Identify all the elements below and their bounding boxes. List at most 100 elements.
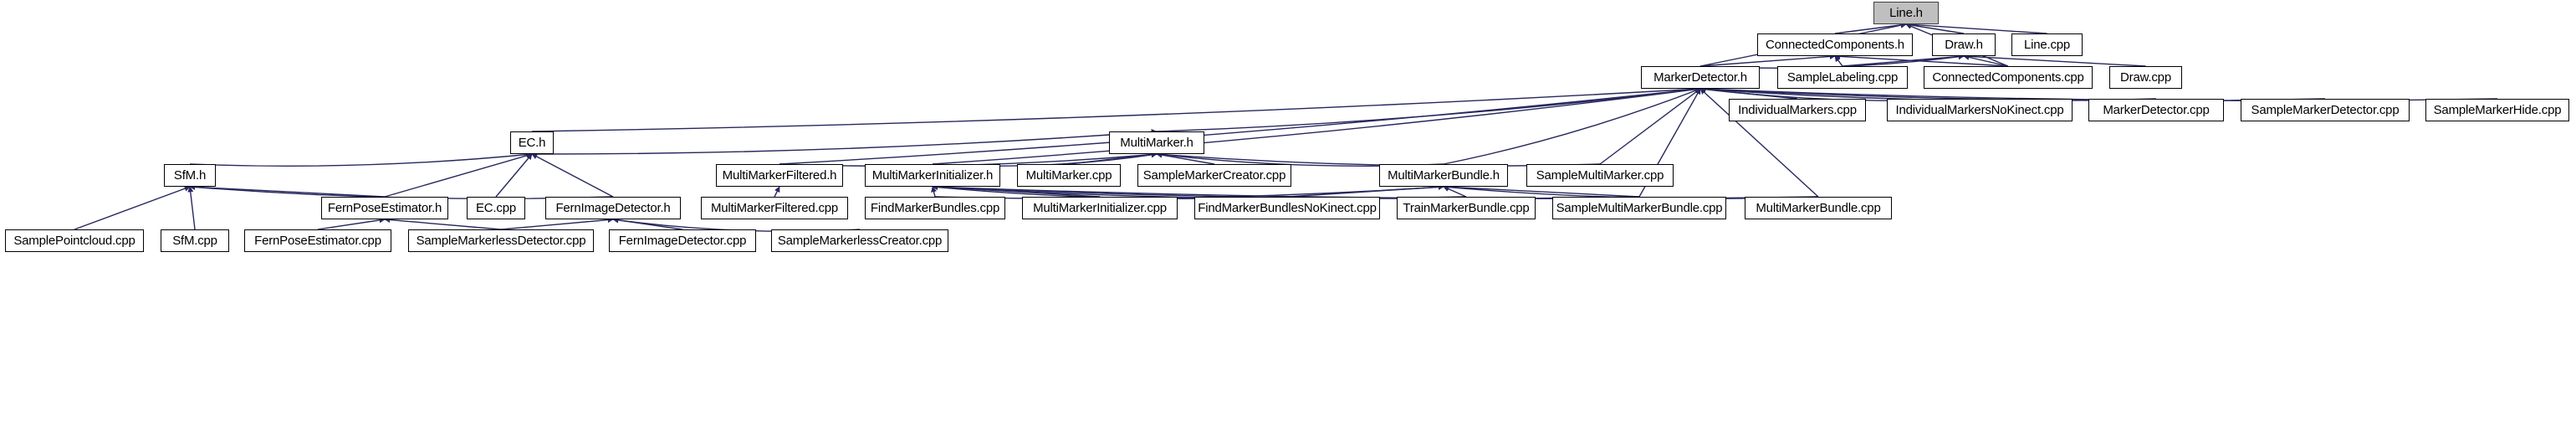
graph-edge [1905, 21, 2047, 34]
graph-edge [1443, 186, 1467, 198]
graph-node-label: ConnectedComponents.cpp [1932, 70, 2084, 85]
graph-node-label: SfM.cpp [172, 234, 217, 248]
graph-node-ec_h[interactable]: EC.h [510, 131, 554, 154]
graph-node-findmarkerbundlesnokinect_cpp[interactable]: FindMarkerBundlesNoKinect.cpp [1194, 197, 1380, 219]
graph-edge [1963, 54, 2009, 67]
graph-node-fernposeestimator_h[interactable]: FernPoseEstimator.h [321, 197, 448, 219]
graph-edge [1286, 183, 1444, 198]
graph-node-label: FernImageDetector.cpp [618, 234, 747, 248]
graph-node-label: SampleMarkerlessDetector.cpp [416, 234, 586, 248]
graph-node-samplelabeling_cpp[interactable]: SampleLabeling.cpp [1777, 66, 1908, 89]
graph-node-samplepointcloud_cpp[interactable]: SamplePointcloud.cpp [5, 229, 144, 252]
graph-edge [1599, 88, 1701, 165]
graph-edge [774, 186, 780, 198]
graph-node-connectedcomponents_cpp[interactable]: ConnectedComponents.cpp [1924, 66, 2093, 89]
graph-node-findmarkerbundles_cpp[interactable]: FindMarkerBundles.cpp [865, 197, 1005, 219]
graph-node-line_cpp[interactable]: Line.cpp [2011, 33, 2083, 56]
graph-node-multimarkerfiltered_cpp[interactable]: MultiMarkerFiltered.cpp [701, 197, 848, 219]
graph-node-label: TrainMarkerBundle.cpp [1403, 201, 1530, 215]
graph-edge [189, 152, 533, 167]
graph-node-multimarkerinitializer_cpp[interactable]: MultiMarkerInitializer.cpp [1022, 197, 1178, 219]
graph-edge [1834, 22, 1907, 34]
graph-node-trainmarkerbundle_cpp[interactable]: TrainMarkerBundle.cpp [1397, 197, 1536, 219]
graph-node-multimarkerbundle_h[interactable]: MultiMarkerBundle.h [1379, 164, 1508, 187]
graph-node-sfm_h[interactable]: SfM.h [164, 164, 216, 187]
graph-edge [531, 128, 1158, 155]
graph-node-samplemarkercreator_cpp[interactable]: SampleMarkerCreator.cpp [1137, 164, 1291, 187]
graph-edge [187, 186, 196, 230]
graph-node-line_h[interactable]: Line.h [1873, 2, 1939, 24]
graph-node-label: Draw.cpp [2120, 70, 2171, 85]
graph-node-label: MarkerDetector.h [1653, 70, 1747, 85]
graph-node-markerdetector_cpp[interactable]: MarkerDetector.cpp [2088, 99, 2224, 121]
graph-node-label: SampleMultiMarker.cpp [1536, 168, 1664, 183]
graph-node-label: FernImageDetector.h [555, 201, 671, 215]
graph-node-label: MultiMarkerFiltered.cpp [710, 201, 839, 215]
graph-edge [317, 217, 386, 230]
graph-node-samplemultimarker_cpp[interactable]: SampleMultiMarker.cpp [1526, 164, 1674, 187]
graph-node-sfm_cpp[interactable]: SfM.cpp [161, 229, 229, 252]
graph-node-label: FernPoseEstimator.h [327, 201, 442, 215]
graph-node-draw_h[interactable]: Draw.h [1932, 33, 1996, 56]
graph-node-label: EC.h [518, 136, 546, 150]
graph-node-label: Line.h [1889, 6, 1923, 20]
graph-node-draw_cpp[interactable]: Draw.cpp [2109, 66, 2182, 89]
graph-node-samplemultimarkerbundle_cpp[interactable]: SampleMultiMarkerBundle.cpp [1552, 197, 1726, 219]
graph-edge [500, 217, 614, 230]
graph-edge [932, 86, 1701, 165]
graph-node-fernimagedetector_cpp[interactable]: FernImageDetector.cpp [609, 229, 756, 252]
graph-edge [74, 185, 191, 230]
graph-node-label: SamplePointcloud.cpp [13, 234, 135, 248]
graph-node-fernimagedetector_h[interactable]: FernImageDetector.h [545, 197, 681, 219]
graph-edge [384, 217, 502, 230]
graph-node-samplemarkerlessdetector_cpp[interactable]: SampleMarkerlessDetector.cpp [408, 229, 594, 252]
graph-node-label: IndividualMarkersNoKinect.cpp [1895, 103, 2064, 117]
graph-node-label: FindMarkerBundlesNoKinect.cpp [1198, 201, 1377, 215]
graph-node-label: Line.cpp [2023, 38, 2071, 52]
graph-node-markerdetector_h[interactable]: MarkerDetector.h [1641, 66, 1760, 89]
graph-node-individualmarkers_cpp[interactable]: IndividualMarkers.cpp [1729, 99, 1866, 121]
graph-node-ec_cpp[interactable]: EC.cpp [467, 197, 525, 219]
graph-node-label: SfM.h [173, 168, 207, 183]
graph-node-label: MultiMarker.h [1120, 136, 1193, 150]
graph-node-label: SampleMarkerCreator.cpp [1142, 168, 1286, 183]
graph-node-multimarkerfiltered_h[interactable]: MultiMarkerFiltered.h [716, 164, 843, 187]
graph-edge [531, 85, 1701, 132]
graph-node-multimarkerbundle_cpp[interactable]: MultiMarkerBundle.cpp [1745, 197, 1892, 219]
graph-edge [931, 186, 937, 198]
graph-node-label: Draw.h [1945, 38, 1983, 52]
graph-node-label: SampleMarkerHide.cpp [2433, 103, 2562, 117]
graph-edge [1834, 55, 1843, 67]
graph-edge [1699, 53, 1836, 67]
graph-node-multimarker_h[interactable]: MultiMarker.h [1109, 131, 1204, 154]
graph-edge [531, 153, 614, 198]
graph-node-label: MultiMarker.cpp [1025, 168, 1112, 183]
graph-edge [779, 86, 1701, 165]
graph-node-samplemarkerdetector_cpp[interactable]: SampleMarkerDetector.cpp [2241, 99, 2410, 121]
graph-edge [1834, 53, 2009, 67]
graph-node-multimarker_cpp[interactable]: MultiMarker.cpp [1017, 164, 1121, 187]
graph-edge [384, 152, 533, 198]
graph-edge [612, 217, 683, 230]
graph-edge [1963, 53, 2146, 67]
graph-node-label: FindMarkerBundles.cpp [870, 201, 1000, 215]
graph-node-label: MultiMarkerInitializer.cpp [1033, 201, 1167, 215]
graph-node-label: FernPoseEstimator.cpp [254, 234, 381, 248]
graph-edge [1699, 86, 1798, 100]
graph-edge [932, 183, 1101, 198]
graph-edge [1156, 152, 1215, 165]
graph-node-label: MultiMarkerInitializer.h [871, 168, 994, 183]
graph-node-label: SampleMarkerDetector.cpp [2251, 103, 2400, 117]
graph-node-label: IndividualMarkers.cpp [1738, 103, 1857, 117]
graph-node-label: MultiMarkerBundle.cpp [1756, 201, 1881, 215]
graph-node-connectedcomponents_h[interactable]: ConnectedComponents.h [1757, 33, 1913, 56]
graph-node-individualmarkersnokinect_cpp[interactable]: IndividualMarkersNoKinect.cpp [1887, 99, 2073, 121]
graph-node-samplemarkerlesscreator_cpp[interactable]: SampleMarkerlessCreator.cpp [771, 229, 948, 252]
graph-node-samplemarkerhide_cpp[interactable]: SampleMarkerHide.cpp [2425, 99, 2569, 121]
graph-node-label: MultiMarkerBundle.h [1388, 168, 1500, 183]
graph-edge [1842, 54, 1965, 67]
graph-node-fernposeestimator_cpp[interactable]: FernPoseEstimator.cpp [244, 229, 391, 252]
graph-node-multimarkerinitializer_h[interactable]: MultiMarkerInitializer.h [865, 164, 1000, 187]
graph-node-label: SampleMultiMarkerBundle.cpp [1556, 201, 1723, 215]
graph-edge [1443, 87, 1701, 165]
